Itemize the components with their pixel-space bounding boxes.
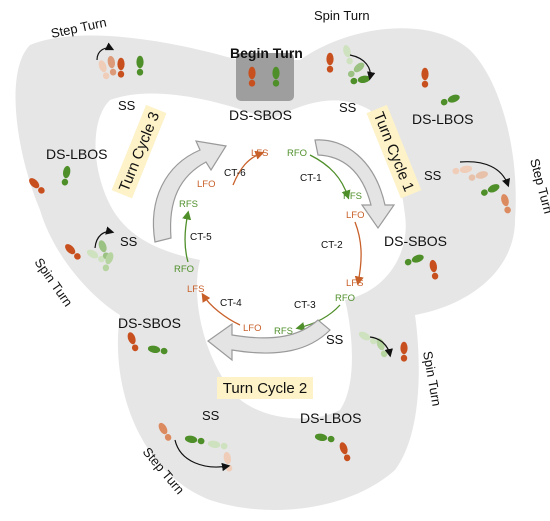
label-ds-sbos-right: DS-SBOS — [384, 233, 447, 249]
phase-lfo-bottom: LFO — [243, 323, 261, 334]
cycle3-arrow — [152, 140, 227, 243]
footprint-icon — [248, 66, 256, 87]
footprint-icon — [136, 55, 144, 76]
begin-turn-box — [236, 53, 294, 101]
cycle2-arrow — [206, 319, 331, 362]
label-ds-sbos-bottom-left: DS-SBOS — [118, 315, 181, 331]
phase-lfo-right: LFO — [346, 210, 364, 221]
footprint-icon — [421, 67, 429, 88]
begin-turn-label: Begin Turn — [230, 45, 303, 61]
footprints — [27, 42, 512, 473]
label-ds-lbos-bottom: DS-LBOS — [300, 410, 361, 426]
cycle3-label: Turn Cycle 3 — [111, 104, 167, 199]
phase-lfs-left-bottom: LFS — [187, 284, 204, 295]
cycle1-arrow — [314, 139, 396, 230]
phase-rfo-top: RFO — [287, 148, 307, 159]
footprint-icon — [400, 341, 408, 362]
phase-lfs-top: LFS — [251, 148, 268, 159]
rotation-arrow-icon — [174, 439, 231, 472]
transition-ct4: CT-4 — [220, 298, 242, 309]
phase-rfs-bottom: RFS — [274, 326, 293, 337]
ct4-arrow — [201, 292, 241, 326]
cycle2-text: Turn Cycle 2 — [223, 380, 307, 397]
transition-ct1: CT-1 — [300, 173, 322, 184]
footprint-icon — [326, 52, 334, 73]
rotation-arrow-icon — [349, 54, 376, 81]
label-ds-lbos-right: DS-LBOS — [412, 111, 473, 127]
ct2-arrow — [354, 221, 364, 286]
label-ss-bottom-right: SS — [326, 332, 344, 347]
ct6-arrow — [232, 150, 265, 186]
footprint-icon — [117, 57, 125, 78]
label-ss-bottom: SS — [202, 408, 220, 423]
transition-ct3: CT-3 — [294, 300, 316, 311]
transition-ct5: CT-5 — [190, 232, 212, 243]
phase-rfo-right-bottom: RFO — [335, 293, 355, 304]
transition-ct6: CT-6 — [224, 168, 246, 179]
phase-rfo-left: RFO — [174, 264, 194, 275]
cycle2-label: Turn Cycle 2 — [217, 377, 313, 399]
central-cycle: LFS RFO LFO RFS RFS LFO RFO LFS LFS RFO … — [174, 148, 364, 337]
label-ss-top-right: SS — [339, 100, 357, 115]
ct3-arrow — [295, 304, 341, 331]
phase-rfs-left: RFS — [179, 199, 198, 210]
footprint-icon — [272, 66, 280, 87]
label-spin-turn-top-right: Spin Turn — [314, 8, 370, 23]
transition-ct2: CT-2 — [321, 240, 343, 251]
phase-lfs-right: LFS — [346, 278, 363, 289]
label-ss-top-left: SS — [118, 98, 136, 113]
label-ss-left: SS — [120, 234, 138, 249]
phase-lfo-left-top: LFO — [197, 179, 215, 190]
label-ss-right: SS — [424, 168, 442, 183]
ct1-arrow — [309, 154, 351, 200]
rotation-arrow-icon — [369, 336, 393, 358]
rotation-arrow-icon — [96, 42, 115, 61]
label-ds-sbos-top: DS-SBOS — [229, 107, 292, 123]
phase-rfs-right-top: RFS — [343, 191, 362, 202]
rotation-arrow-icon — [94, 226, 115, 249]
label-spin-turn-bottom-right: Spin Turn — [420, 350, 444, 407]
label-step-turn-right: Step Turn — [527, 157, 550, 215]
rotation-arrow-icon — [459, 161, 510, 188]
ct5-arrow — [182, 210, 192, 263]
label-ds-lbos-left: DS-LBOS — [46, 146, 107, 162]
